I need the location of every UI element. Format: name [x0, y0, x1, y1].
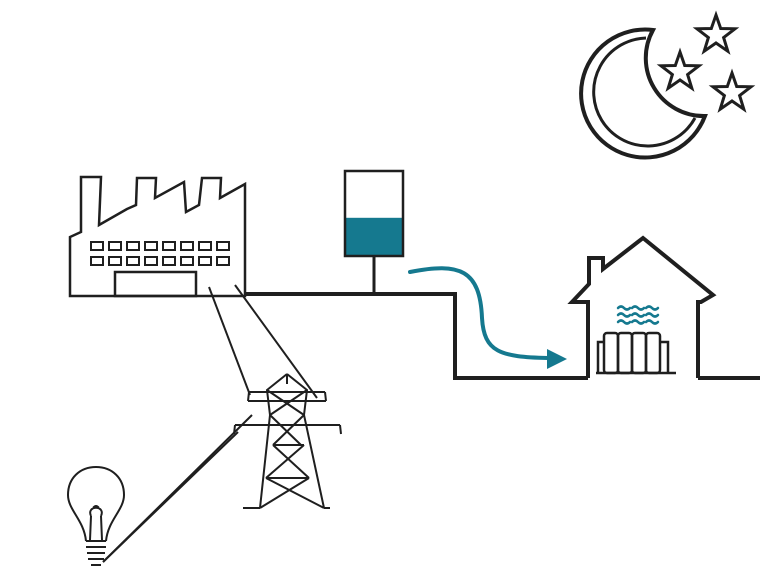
power-lines [102, 284, 318, 563]
radiator-icon [596, 331, 676, 375]
radiator-pipe-left [596, 340, 604, 373]
storage-tank-icon [343, 169, 405, 294]
factory-window [216, 256, 230, 266]
factory-window [108, 256, 122, 266]
radiator-panel [602, 331, 620, 375]
factory-window [198, 241, 212, 251]
factory-window [108, 241, 122, 251]
factory-window [90, 256, 104, 266]
factory-window [126, 241, 140, 251]
light-bulb-icon [66, 465, 126, 566]
tank-water-level [345, 217, 403, 257]
factory-window [162, 241, 176, 251]
moon-icon [579, 27, 708, 160]
bulb-glass [66, 465, 126, 542]
factory-window [216, 241, 230, 251]
factory-window [90, 241, 104, 251]
factory-window [180, 241, 194, 251]
heat-flow-arrow [408, 266, 567, 369]
star-icon [692, 10, 740, 55]
house-icon [567, 235, 717, 378]
radiator-pipe-right [660, 340, 670, 373]
factory-window [144, 241, 158, 251]
factory-door [113, 270, 198, 298]
factory-window [162, 256, 176, 266]
night-moon-stars-icon [579, 10, 756, 160]
factory-window [144, 256, 158, 266]
house-outline [567, 235, 717, 378]
factory-icon [68, 175, 247, 298]
pylon-frame [259, 373, 325, 509]
radiator-panel [630, 331, 648, 375]
radiator-panel [616, 331, 634, 375]
heat-waves-icon [616, 305, 660, 325]
star-icon [708, 68, 756, 113]
radiator-panel [644, 331, 662, 375]
factory-window [126, 256, 140, 266]
factory-window [180, 256, 194, 266]
pipeline [245, 292, 588, 380]
factory-window [198, 256, 212, 266]
bulb-filament [89, 505, 103, 541]
star-icon [656, 47, 704, 92]
arrow-head-icon [547, 349, 567, 369]
factory-outline [68, 175, 247, 298]
moon-inner-outline [592, 36, 697, 148]
pylon-icon [233, 373, 342, 509]
factory-windows [90, 241, 230, 266]
